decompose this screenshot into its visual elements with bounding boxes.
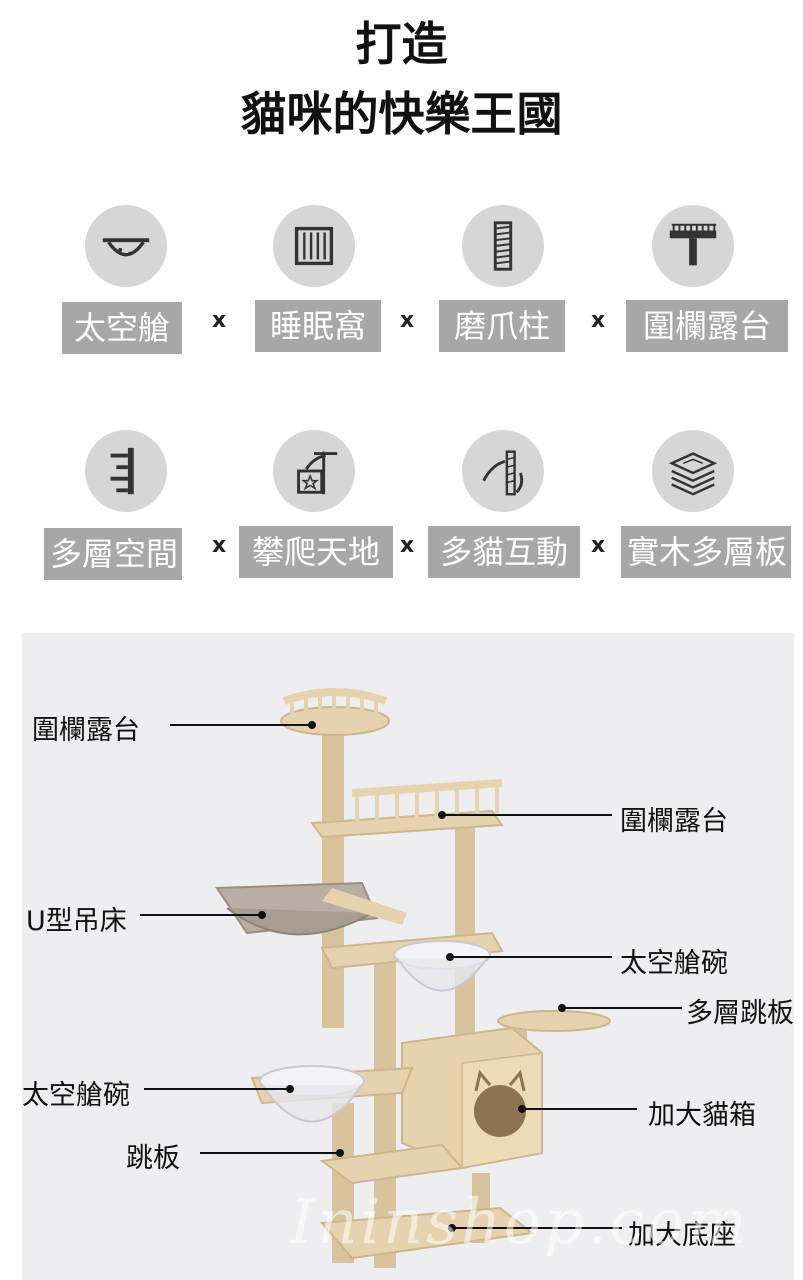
- feature-label-fenced-platform: 圍欄露台: [626, 300, 788, 352]
- jump-board-low: [319, 1143, 464, 1185]
- feature-label-scratching-post: 磨爪柱: [439, 300, 565, 352]
- callout-cat-box: 加大貓箱: [648, 1100, 756, 1131]
- sisal-post: [322, 728, 344, 1028]
- feature-label-multi-cat: 多貓互動: [428, 526, 580, 578]
- headline-line-1: 打造: [355, 17, 448, 71]
- hammock-board: [322, 888, 407, 925]
- callout-bowl-right: 太空艙碗: [620, 948, 728, 979]
- callout-mid-fence: 圍欄露台: [620, 806, 728, 837]
- sisal-post: [374, 963, 396, 1268]
- mid-fence-bars: [355, 785, 499, 823]
- fenced-platform-icon: [652, 205, 734, 287]
- cat-box-hole: [474, 1085, 526, 1137]
- multi-level-icon: [85, 430, 167, 512]
- climbing-icon: [273, 430, 355, 512]
- separator-x: x: [212, 533, 227, 558]
- scratching-post-icon: [462, 205, 544, 287]
- sleeping-nest-icon: [273, 205, 355, 287]
- separator-x: x: [591, 533, 606, 558]
- feature-label-climbing: 攀爬天地: [239, 526, 393, 578]
- multi-cat-icon: [462, 430, 544, 512]
- base-board: [319, 1206, 535, 1260]
- callout-jump-board: 跳板: [126, 1143, 180, 1174]
- callout-bowl-left: 太空艙碗: [22, 1080, 130, 1111]
- feature-label-space-capsule: 太空艙: [62, 302, 182, 354]
- cat-tree-illustration: [140, 688, 682, 1268]
- mid-fence-rail: [351, 779, 503, 797]
- callout-jump-board-right: 多層跳板: [686, 998, 794, 1029]
- sisal-post: [455, 828, 475, 1038]
- separator-x: x: [591, 308, 606, 333]
- callout-lines: [140, 724, 682, 1229]
- separator-x: x: [212, 308, 227, 333]
- callout-hammock: U型吊床: [26, 906, 127, 937]
- space-capsule-icon: [85, 205, 167, 287]
- separator-x: x: [400, 308, 415, 333]
- top-fence-bars: [290, 695, 378, 719]
- mid-platform: [310, 809, 504, 839]
- separator-x: x: [400, 533, 415, 558]
- callout-top-fence: 圍欄露台: [32, 715, 140, 746]
- watermark: Ininshop.com: [290, 1185, 750, 1258]
- jump-board-right: [497, 1010, 611, 1032]
- callout-base: 加大底座: [628, 1220, 736, 1251]
- solid-wood-boards-icon: [652, 430, 734, 512]
- feature-label-sleeping-nest: 睡眠窩: [255, 300, 381, 352]
- cat-tree-diagram: 圍欄露台 圍欄露台 U型吊床 太空艙碗 多層跳板 太空艙碗 加大貓箱 跳板 加大…: [22, 633, 794, 1280]
- feature-label-multi-level: 多層空間: [44, 528, 182, 580]
- feature-label-solid-wood-boards: 實木多層板: [621, 526, 791, 578]
- callout-dots: [258, 721, 566, 1232]
- top-fence-rail: [282, 688, 388, 705]
- headline-line-2: 貓咪的快樂王國: [240, 87, 563, 141]
